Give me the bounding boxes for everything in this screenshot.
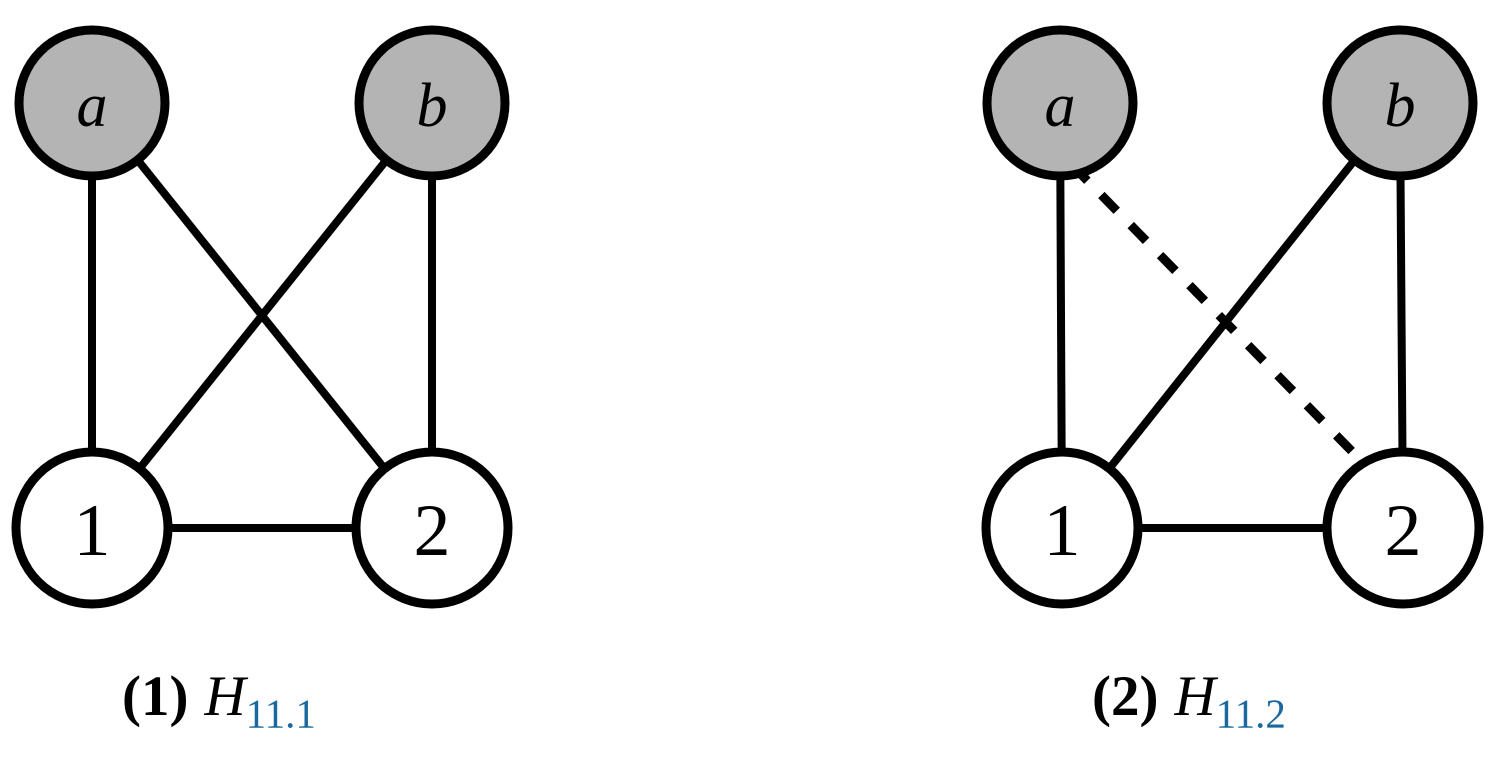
graph-diagram-h11-1: a b 1 2: [11, 25, 513, 609]
caption-subscript: 11.2: [1215, 690, 1286, 737]
node-2-circle[interactable]: [1322, 447, 1484, 609]
node-1-label: 1: [74, 490, 111, 572]
node-1[interactable]: 1: [11, 447, 173, 609]
node-group: a b 1 2: [981, 25, 1484, 609]
node-b[interactable]: b: [1322, 25, 1478, 181]
caption-symbol: H: [204, 665, 246, 728]
node-1-circle[interactable]: [11, 447, 173, 609]
node-2-circle[interactable]: [351, 447, 513, 609]
node-a[interactable]: a: [14, 25, 170, 181]
edge-group: [1056, 100, 1407, 532]
caption-index: (1): [122, 665, 189, 728]
node-1-label: 1: [1044, 490, 1081, 572]
node-b-circle[interactable]: [1322, 25, 1478, 181]
node-a[interactable]: a: [982, 25, 1138, 181]
node-2-label: 2: [1385, 490, 1422, 572]
caption-h11-2: (2)H11.2: [1092, 668, 1286, 734]
edge-group: [88, 100, 436, 532]
node-b-label: b: [1385, 72, 1416, 140]
caption-symbol: H: [1174, 665, 1216, 728]
node-b-circle[interactable]: [354, 25, 510, 181]
node-2[interactable]: 2: [1322, 447, 1484, 609]
node-group: a b 1 2: [11, 25, 513, 609]
node-a-circle[interactable]: [14, 25, 170, 181]
caption-index: (2): [1092, 665, 1159, 728]
node-b-label: b: [417, 72, 448, 140]
node-1[interactable]: 1: [981, 447, 1143, 609]
node-b[interactable]: b: [354, 25, 510, 181]
graph-diagram-h11-2: a b 1 2: [981, 25, 1484, 609]
caption-subscript: 11.1: [245, 690, 316, 737]
caption-h11-1: (1)H11.1: [122, 668, 316, 734]
edge-b-1: [88, 100, 436, 531]
node-a-label: a: [1045, 72, 1076, 140]
graph-panel-h11-1: a b 1 2: [0, 0, 620, 771]
node-a-circle[interactable]: [982, 25, 1138, 181]
edge-b-1: [1058, 100, 1404, 531]
graph-panel-h11-2: a b 1 2: [930, 0, 1491, 771]
node-2[interactable]: 2: [351, 447, 513, 609]
node-2-label: 2: [414, 490, 451, 572]
node-1-circle[interactable]: [981, 447, 1143, 609]
node-a-label: a: [77, 72, 108, 140]
